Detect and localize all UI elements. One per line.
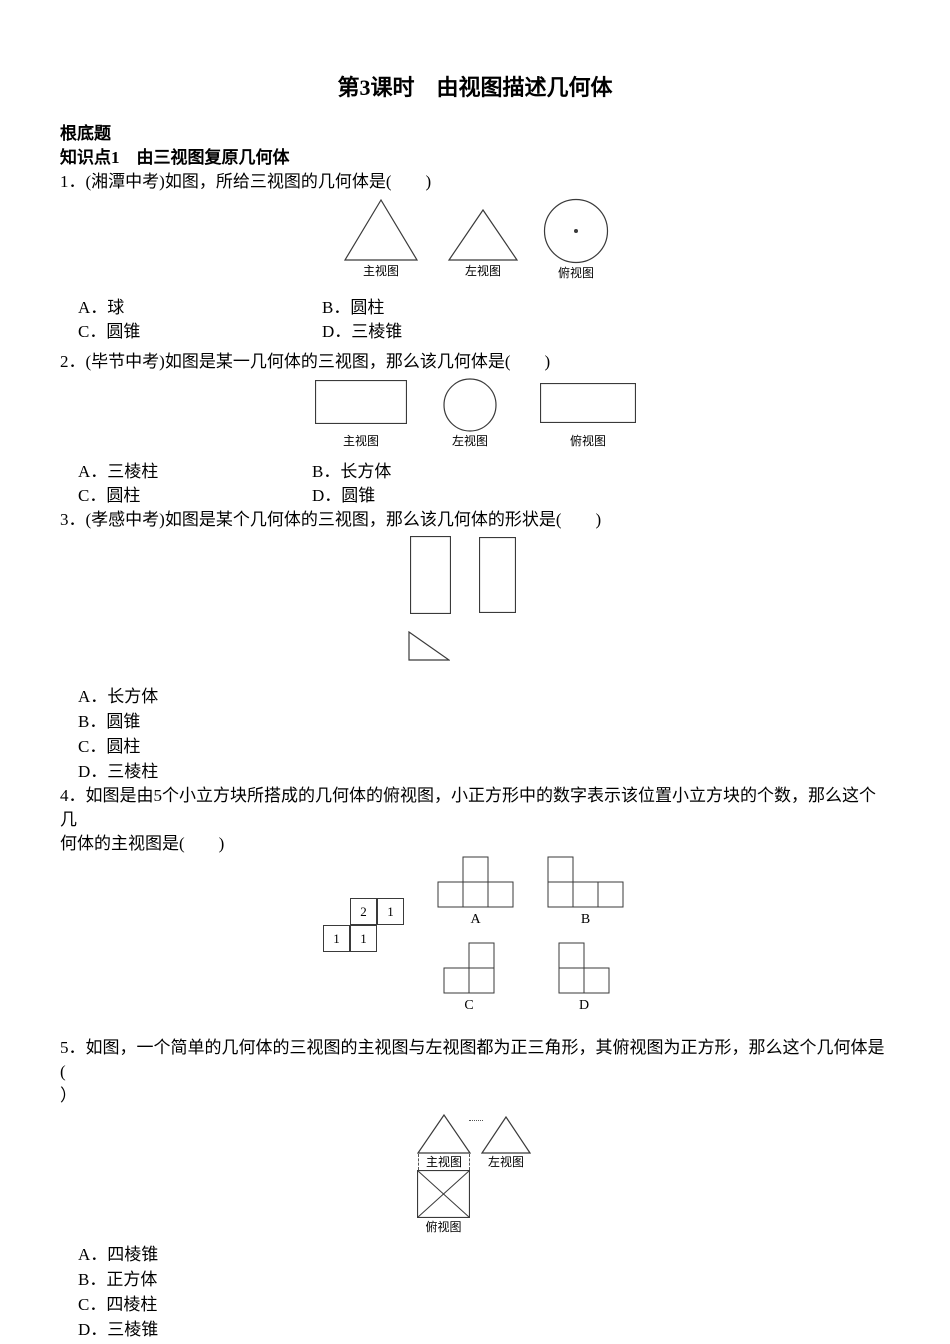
q2-front-view-label: 主视图: [342, 434, 379, 448]
q2-option-b: B．长方体: [312, 462, 392, 481]
q3-option-c: C．圆柱: [78, 737, 141, 756]
q4-grid-cell: 1: [350, 925, 377, 952]
q5-stem-line-2: ）: [60, 1086, 77, 1105]
q4-choice-b-shape: [547, 856, 624, 908]
q5-construction-dotted-line: [469, 1120, 483, 1121]
q5-dashed-guide-left: [418, 1154, 419, 1170]
q3-option-b: B．圆锥: [78, 712, 141, 731]
q2-top-view-rectangle: [540, 383, 636, 423]
q2-side-view-label: 左视图: [451, 434, 488, 448]
q2-front-view-rectangle: [315, 380, 407, 424]
q2-side-view-circle: [443, 378, 497, 432]
knowledge-point-1-heading: 知识点1 由三视图复原几何体: [60, 148, 290, 167]
q1-side-view-triangle: [447, 208, 519, 261]
page-title: 第3课时 由视图描述几何体: [337, 75, 613, 100]
q4-choice-c-shape: [443, 942, 495, 994]
q5-side-view-triangle: [481, 1116, 531, 1154]
q5-top-view-square-with-diagonals: [417, 1170, 470, 1218]
q1-option-b: B．圆柱: [322, 298, 385, 317]
q5-dashed-guide-right: [469, 1154, 470, 1170]
q2-stem: 2．(毕节中考)如图是某一几何体的三视图，那么该几何体是( ): [60, 352, 551, 371]
q5-option-d: D．三棱锥: [78, 1320, 159, 1339]
q5-option-a: A．四棱锥: [78, 1245, 159, 1264]
q4-choice-a-shape: [437, 856, 514, 908]
q1-option-a: A．球: [78, 298, 125, 317]
q5-front-view-triangle: [417, 1114, 471, 1154]
q3-top-view-triangle: [408, 631, 450, 661]
q3-front-view-rectangle: [410, 536, 451, 614]
q1-option-d: D．三棱锥: [322, 322, 403, 341]
q2-top-view-label: 俯视图: [569, 434, 606, 448]
q4-choice-b-label: B: [580, 912, 591, 927]
q4-figure: 2 1 1 1 A B: [60, 856, 890, 1024]
q4-choice-a-label: A: [470, 912, 481, 927]
q5-top-view-label: 俯视图: [425, 1220, 462, 1234]
q1-front-view-triangle: [343, 198, 419, 261]
q2-option-c: C．圆柱: [78, 486, 141, 505]
q1-side-view-label: 左视图: [464, 264, 501, 278]
q5-front-view-label: 主视图: [425, 1155, 462, 1169]
q5-side-view-label: 左视图: [487, 1155, 524, 1169]
q4-stem-line-1: 4．如图是由5个小立方块所搭成的几何体的俯视图，小正方形中的数字表示该位置小立方…: [60, 786, 876, 829]
q4-grid-cell: 1: [377, 898, 404, 925]
q1-figure: 主视图 左视图 俯视图: [60, 198, 890, 282]
q2-options-row-1: A．三棱柱 B．长方体: [60, 460, 890, 484]
q5-stem-line-1: 5．如图，一个简单的几何体的三视图的主视图与左视图都为正三角形，其俯视图为正方形…: [60, 1038, 885, 1081]
q4-choice-d-shape: [558, 942, 610, 994]
q5-option-b: B．正方体: [78, 1270, 158, 1289]
q2-figure: 主视图 左视图 俯视图: [60, 378, 890, 452]
q3-option-d: D．三棱柱: [78, 762, 159, 781]
q3-option-a: A．长方体: [78, 687, 159, 706]
q5-figure: 主视图 左视图 俯视图: [60, 1112, 890, 1236]
q3-figure: [60, 536, 890, 684]
q1-top-view-label: 俯视图: [557, 266, 594, 280]
section-basic-header: 根底题: [60, 124, 111, 143]
q4-choice-c-label: C: [464, 998, 474, 1013]
q5-option-c: C．四棱柱: [78, 1295, 158, 1314]
q4-stem-line-2: 何体的主视图是( ): [60, 834, 225, 853]
q3-stem: 3．(孝感中考)如图是某个几何体的三视图，那么该几何体的形状是( ): [60, 510, 602, 529]
q2-option-a: A．三棱柱: [78, 462, 159, 481]
q1-options-row-1: A．球 B．圆柱: [60, 296, 890, 320]
q1-option-c: C．圆锥: [78, 322, 141, 341]
q1-top-view-circle: [543, 198, 609, 264]
q4-grid-cell: 1: [323, 925, 350, 952]
q4-choice-d-label: D: [578, 998, 590, 1013]
q1-stem: 1．(湘潭中考)如图，所给三视图的几何体是( ): [60, 172, 432, 191]
q4-grid-cell: 2: [350, 898, 377, 925]
q2-options-row-2: C．圆柱 D．圆锥: [60, 484, 890, 508]
q3-side-view-rectangle: [479, 537, 516, 613]
q1-front-view-label: 主视图: [362, 264, 399, 278]
q2-option-d: D．圆锥: [312, 486, 376, 505]
q1-options-row-2: C．圆锥 D．三棱锥: [60, 320, 890, 344]
